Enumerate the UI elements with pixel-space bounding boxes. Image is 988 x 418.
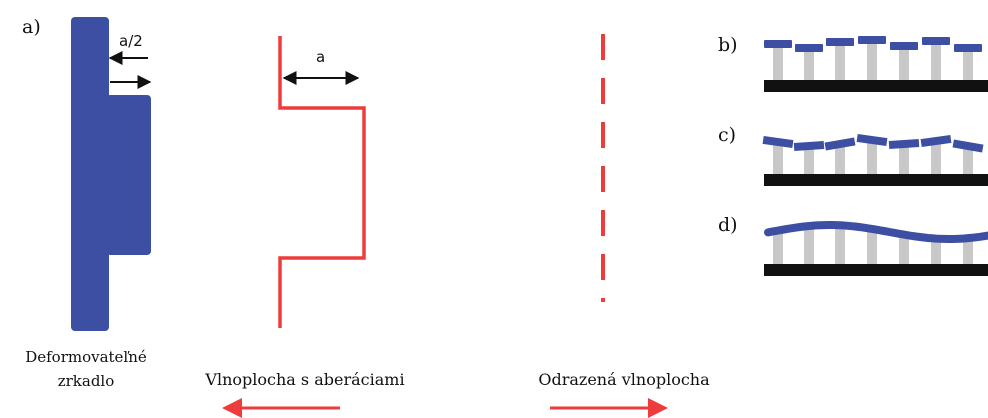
- caption-mirror-line1: Deformovateľné: [25, 348, 147, 366]
- dimension-label-half-a: a/2: [119, 32, 143, 50]
- mirror-segment: [954, 44, 982, 52]
- incoming-direction-arrow: [222, 398, 340, 418]
- caption-reflected-wavefront: Odrazená vlnoplocha: [538, 370, 710, 389]
- actuator: [867, 228, 877, 264]
- panel-label-b: b): [718, 34, 738, 56]
- mirror-segment: [795, 44, 823, 52]
- mirror-segment: [762, 135, 794, 149]
- caption-mirror-line2: zrkadlo: [58, 372, 115, 390]
- aberrated-wavefront-line: [278, 36, 366, 328]
- panel-label-c: c): [718, 124, 736, 146]
- actuator: [835, 144, 845, 174]
- actuator-base: [764, 174, 988, 186]
- mirror-segment: [824, 137, 856, 151]
- actuator: [835, 225, 845, 264]
- actuator: [804, 50, 814, 80]
- deformable-mirror: [71, 17, 151, 331]
- actuator: [963, 238, 973, 264]
- panel-b-segmented-piston-mirror: [764, 36, 988, 92]
- mirror-segment: [764, 40, 792, 48]
- actuator-base: [764, 80, 988, 92]
- actuator: [804, 226, 814, 264]
- mirror-segment: [920, 134, 952, 148]
- mirror-segment: [952, 139, 984, 153]
- mirror-segment: [793, 140, 825, 152]
- mirror-segment: [826, 38, 854, 46]
- actuator: [773, 46, 783, 80]
- caption-aberrated-wavefront: Vlnoplocha s aberáciami: [204, 370, 404, 389]
- panel-c-segmented-tip-tilt-mirror: [762, 133, 988, 186]
- mirror-segment: [888, 138, 920, 150]
- actuator-base: [764, 264, 988, 276]
- actuator: [804, 146, 814, 174]
- actuator: [931, 141, 941, 174]
- mirror-segment: [890, 42, 918, 50]
- continuous-membrane: [764, 221, 988, 243]
- actuator: [773, 230, 783, 264]
- actuator: [963, 50, 973, 80]
- actuator: [963, 146, 973, 174]
- dimension-label-a: a: [316, 48, 325, 66]
- actuator: [773, 142, 783, 174]
- actuator: [931, 238, 941, 264]
- actuator: [867, 42, 877, 80]
- panel-label-d: d): [718, 214, 738, 236]
- actuator: [899, 144, 909, 174]
- mirror-segment: [858, 36, 886, 44]
- mirror-segment: [922, 37, 950, 45]
- actuator: [899, 234, 909, 264]
- panel-label-a: a): [22, 16, 41, 38]
- actuator: [931, 43, 941, 80]
- actuator: [899, 48, 909, 80]
- outgoing-direction-arrow: [550, 398, 668, 418]
- panel-d-continuous-membrane-mirror: [764, 221, 988, 276]
- actuator: [867, 140, 877, 174]
- actuator: [835, 44, 845, 80]
- mirror-segment: [856, 133, 888, 147]
